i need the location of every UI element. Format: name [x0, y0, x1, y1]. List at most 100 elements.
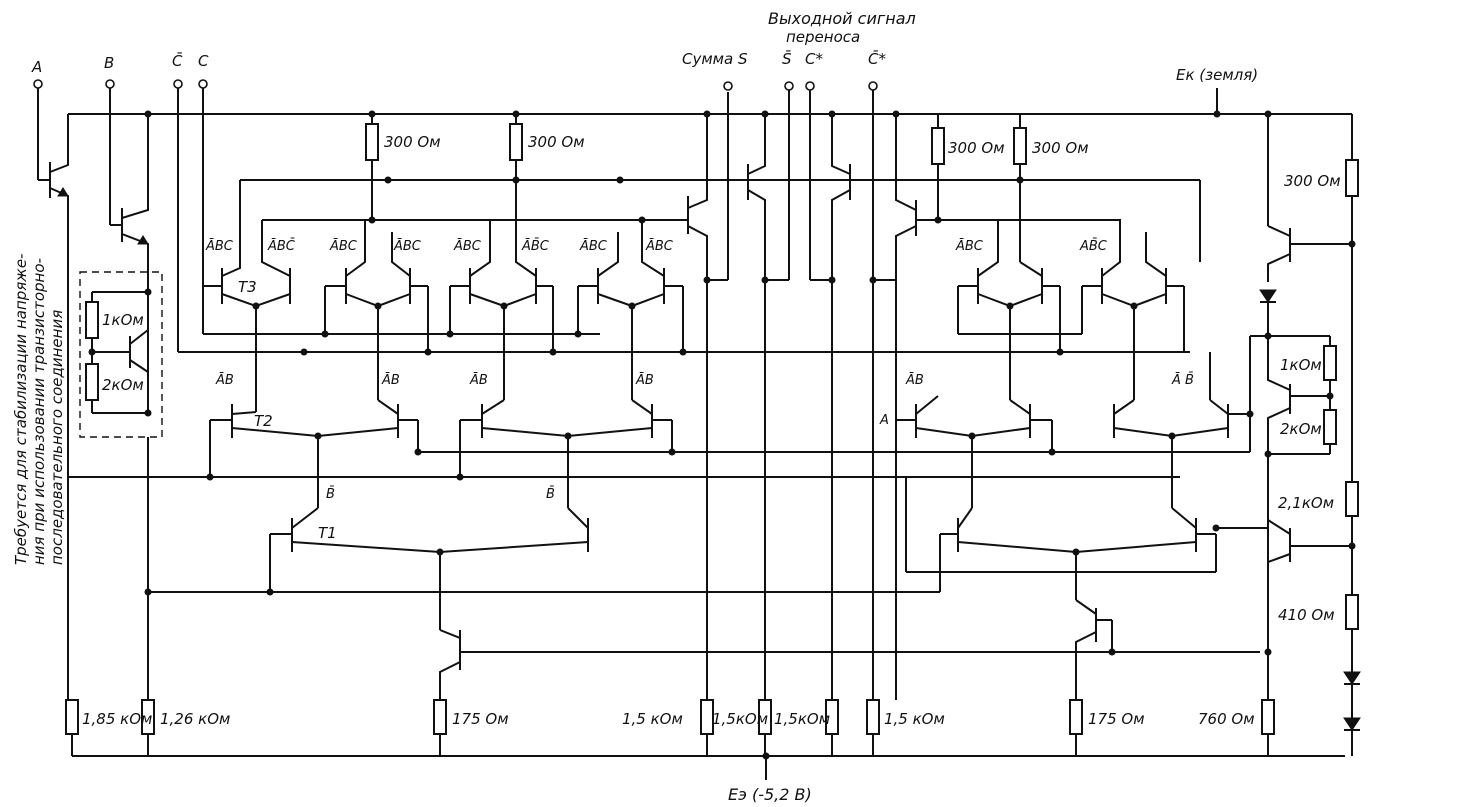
resistor-300-4-label: 300 Ом [1032, 139, 1089, 157]
resistor-2k-right [1323, 409, 1337, 445]
input-a-terminal [33, 79, 43, 89]
resistor-410-label: 410 Ом [1278, 606, 1335, 624]
resistor-1k-right-label: 1кОм [1280, 356, 1322, 374]
level-2-pairs [209, 352, 1250, 508]
resistor-1-5k-3-label: 1,5кОм [774, 710, 830, 728]
input-c-terminal [198, 79, 208, 89]
output-followers [642, 81, 940, 700]
resistor-1-85k [65, 699, 79, 735]
note-line-2: ния при использовании транзисторно- [30, 258, 48, 565]
resistor-760-label: 760 Ом [1198, 710, 1255, 728]
optional-network-box [79, 271, 163, 438]
carry-output-title: Выходной сигнал [768, 9, 916, 28]
logic-label: ĀBC [645, 239, 674, 254]
resistor-300-1-label: 300 Ом [384, 133, 441, 151]
logic-label: AB̄C [1079, 239, 1108, 254]
carry-output-subtitle: переноса [786, 28, 860, 46]
resistor-2-1k [1345, 481, 1359, 517]
logic-label: ĀB [381, 373, 400, 388]
logic-label: ĀBC [329, 239, 358, 254]
level-1-pairs-right [938, 219, 1185, 400]
logic-label: ĀBC̄ [267, 239, 296, 254]
transistor-t2-label: T2 [254, 412, 273, 430]
bus-lines [68, 179, 1260, 653]
resistor-1-5k-4 [866, 699, 880, 735]
output-c-star-label: C* [805, 50, 823, 68]
resistor-175-right-label: 175 Ом [1088, 710, 1145, 728]
resistor-175-left [433, 699, 447, 735]
resistor-1k-left-label: 1кОм [102, 311, 144, 329]
diode-2 [1343, 671, 1361, 685]
stabilization-network [79, 271, 163, 700]
resistor-2k-left [85, 363, 99, 401]
resistor-2k-left-label: 2кОм [102, 376, 144, 394]
logic-label: Ā B̄ [1171, 373, 1194, 388]
output-c-star-terminal [805, 81, 815, 91]
resistor-300-3-label: 300 Ом [948, 139, 1005, 157]
logic-label: ĀBC [579, 239, 608, 254]
output-s-bar-label: S̄ [782, 49, 792, 68]
input-b-label: B [104, 54, 114, 72]
input-b-terminal [105, 79, 115, 89]
logic-label: ĀB̄C [521, 239, 550, 254]
output-c-star-bar-terminal [868, 81, 878, 91]
note-line-1: Требуется для стабилизации напряже- [12, 254, 30, 565]
logic-label: ĀBC [205, 239, 234, 254]
resistor-300-2 [509, 123, 523, 161]
current-sources [439, 599, 1116, 700]
resistor-300-1 [365, 123, 379, 161]
resistor-300-2-label: 300 Ом [528, 133, 585, 151]
emitter-supply-label: Eэ (-5,2 В) [728, 785, 812, 804]
resistor-1-5k-1-label: 1,5 кОм [622, 710, 683, 728]
junction-dot [1213, 110, 1221, 118]
logic-label: ĀB [635, 373, 654, 388]
resistor-1-85k-label: 1,85 кОм [82, 710, 152, 728]
input-a-follower [49, 114, 69, 700]
resistor-175-right [1069, 699, 1083, 735]
logic-label: B̄ [326, 487, 335, 502]
resistor-1-26k-label: 1,26 кОм [160, 710, 230, 728]
resistor-300-5 [1345, 159, 1359, 197]
resistor-300-3 [931, 127, 945, 165]
resistor-1-5k-4-label: 1,5 кОм [884, 710, 945, 728]
transistor-t1-label: T1 [318, 524, 337, 542]
input-a-label: A [31, 58, 42, 76]
transistor-t3-label: T3 [238, 278, 257, 296]
note-line-3: последовательного соединения [48, 310, 66, 565]
logic-label: ĀB [469, 373, 488, 388]
output-sum-terminal [723, 81, 733, 91]
resistor-300-5-label: 300 Ом [1284, 172, 1341, 190]
output-sum-label: Сумма S [682, 50, 748, 68]
ground-label: Eк (земля) [1176, 66, 1258, 84]
logic-label: ĀB [215, 373, 234, 388]
logic-term-labels: ĀBC ĀBC̄ ĀBC ĀBC ĀBC ĀB̄C ĀBC ĀBC ĀBC AB… [205, 239, 1194, 502]
stabilization-note: Требуется для стабилизации напряже- ния … [12, 254, 66, 565]
level-3-pairs [269, 477, 1217, 630]
output-s-bar-terminal [784, 81, 794, 91]
output-c-star-bar-label: C̄* [868, 49, 886, 68]
logic-label: ĀB [905, 373, 924, 388]
logic-label: ĀBC [955, 239, 984, 254]
load-resistors [365, 110, 1359, 482]
logic-label: ĀBC [393, 239, 422, 254]
resistor-175-left-label: 175 Ом [452, 710, 509, 728]
resistor-760 [1261, 699, 1275, 735]
resistor-410 [1345, 594, 1359, 630]
resistor-2k-right-label: 2кОм [1280, 420, 1322, 438]
input-c-bar-terminal [173, 79, 183, 89]
resistor-1-5k-2-label: 1,5кОм [712, 710, 768, 728]
input-b-follower [121, 110, 152, 272]
input-c-bar-label: C̄ [172, 51, 183, 70]
bus-junctions [144, 176, 1254, 596]
diode-1 [1259, 289, 1277, 303]
bottom-resistors [65, 699, 1275, 756]
level-1-pairs-left [203, 216, 684, 412]
resistor-300-4 [1013, 127, 1027, 165]
bias-network [1216, 110, 1361, 756]
input-terminals [33, 79, 208, 352]
diode-3 [1343, 717, 1361, 731]
resistor-1k-right [1323, 345, 1337, 381]
input-c-label: C [198, 52, 209, 70]
logic-label: ĀBC [453, 239, 482, 254]
